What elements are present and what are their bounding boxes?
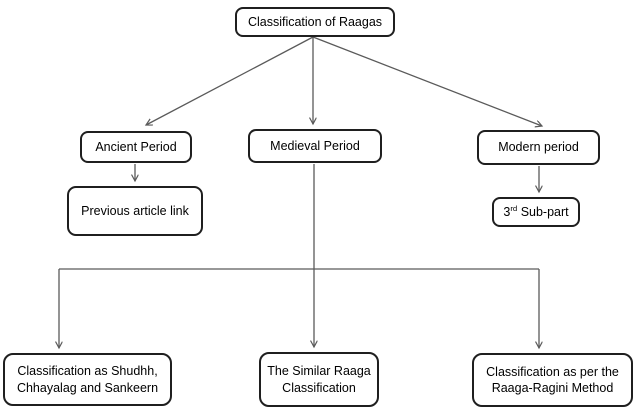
node-label: Previous article link [81,203,189,218]
node-label: Modern period [498,140,579,155]
edge-root-modern [312,36,542,126]
node-modern-period: Modern period [477,130,600,165]
node-label: Medieval Period [270,138,360,153]
node-3rd-sub-part: 3rd Sub-part [492,197,580,227]
node-label: Ancient Period [95,139,177,154]
node-label-line1: Classification as per the [486,364,619,379]
node-label-line1: The Similar Raaga [267,364,371,379]
node-classification-shudhh-chhayalag-sankeern: Classification as Shudhh, Chhayalag and … [3,353,172,406]
node-label-line2: Raaga-Ragini Method [491,381,614,395]
node-raaga-ragini-method: Classification as per the Raaga-Ragini M… [472,353,633,407]
node-label-line2: Classification [282,380,356,395]
node-label: Classification of Raagas [247,14,383,29]
node-ancient-period: Ancient Period [80,131,192,163]
node-classification-of-raagas: Classification of Raagas [235,7,395,37]
node-previous-article-link: Previous article link [67,186,203,236]
node-label-line2: Chhayalag and Sankeern [16,380,159,395]
node-medieval-period: Medieval Period [248,129,382,163]
node-similar-raaga-classification: The Similar Raaga Classification [259,352,379,407]
node-label-line1: Classification as Shudhh, [17,364,158,379]
edge-root-ancient [146,36,314,125]
node-label: 3rd Sub-part [503,203,569,219]
